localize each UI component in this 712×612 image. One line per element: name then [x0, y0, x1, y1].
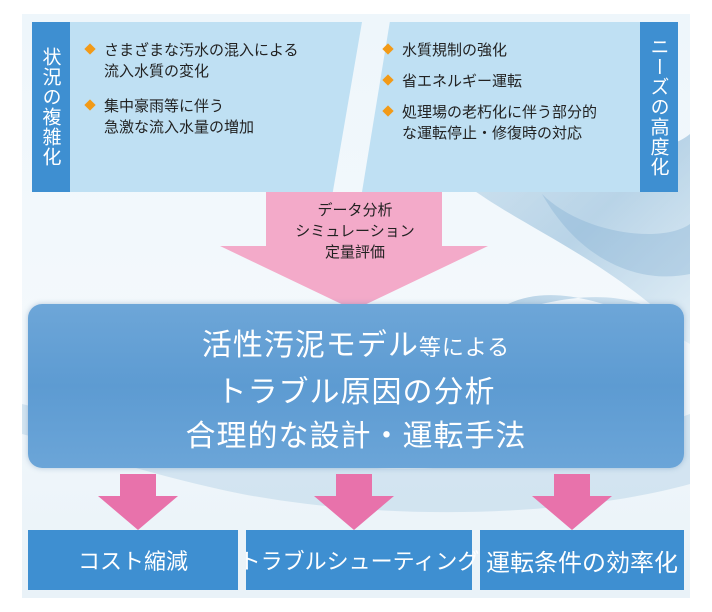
analysis-methods-text: データ分析 シミュレーション 定量評価 — [260, 200, 450, 263]
situation-bullet-list: さまざまな汚水の混入による 流入水質の変化 集中豪雨等に伴う 急激な流入水量の増… — [84, 40, 299, 152]
bullet-text: 処理場の老朽化に伴う部分的 な運転停止・修復時の対応 — [402, 103, 597, 142]
list-item: さまざまな汚水の混入による 流入水質の変化 — [84, 40, 299, 82]
outcome-troubleshooting: トラブルシューティング — [246, 530, 472, 590]
arrow-text-line: 定量評価 — [260, 242, 450, 263]
main-approach-box: 活性汚泥モデル等による トラブル原因の分析 合理的な設計・運転手法 — [28, 304, 684, 468]
needs-advancement-tag: ニーズの高度化 — [640, 22, 678, 192]
main-line-1-suffix: 等による — [419, 336, 510, 361]
bullet-text: 水質規制の強化 — [402, 41, 507, 59]
outcome-cost-reduction: コスト縮減 — [28, 530, 238, 590]
list-item: 処理場の老朽化に伴う部分的 な運転停止・修復時の対応 — [382, 102, 597, 144]
list-item: 集中豪雨等に伴う 急激な流入水量の増加 — [84, 96, 299, 138]
diamond-bullet-icon — [382, 43, 393, 54]
diamond-bullet-icon — [84, 43, 95, 54]
needs-bullet-list: 水質規制の強化 省エネルギー運転 処理場の老朽化に伴う部分的 な運転停止・修復時… — [382, 40, 597, 154]
arrow-text-line: シミュレーション — [260, 221, 450, 242]
list-item: 水質規制の強化 — [382, 40, 597, 61]
list-item: 省エネルギー運転 — [382, 71, 597, 92]
diamond-bullet-icon — [382, 105, 393, 116]
main-line-2: トラブル原因の分析 — [28, 371, 684, 415]
diamond-bullet-icon — [382, 74, 393, 85]
bullet-text: 省エネルギー運転 — [402, 72, 522, 90]
main-line-3: 合理的な設計・運転手法 — [28, 415, 684, 459]
bullet-text: さまざまな汚水の混入による 流入水質の変化 — [104, 41, 299, 80]
bullet-text: 集中豪雨等に伴う 急激な流入水量の増加 — [104, 97, 254, 136]
arrow-text-line: データ分析 — [260, 200, 450, 221]
down-arrow-icon — [98, 474, 178, 530]
down-arrow-icon — [314, 474, 394, 530]
main-line-1-emphasis: 活性汚泥モデル — [202, 328, 419, 363]
down-arrow-icon — [532, 474, 612, 530]
outcome-operation-efficiency: 運転条件の効率化 — [480, 530, 684, 590]
diamond-bullet-icon — [84, 99, 95, 110]
diagram-frame: 状況の複雑化 さまざまな汚水の混入による 流入水質の変化 集中豪雨等に伴う 急激… — [22, 14, 690, 598]
main-line-1: 活性汚泥モデル等による — [28, 324, 684, 371]
situation-complexity-tag: 状況の複雑化 — [32, 22, 70, 192]
